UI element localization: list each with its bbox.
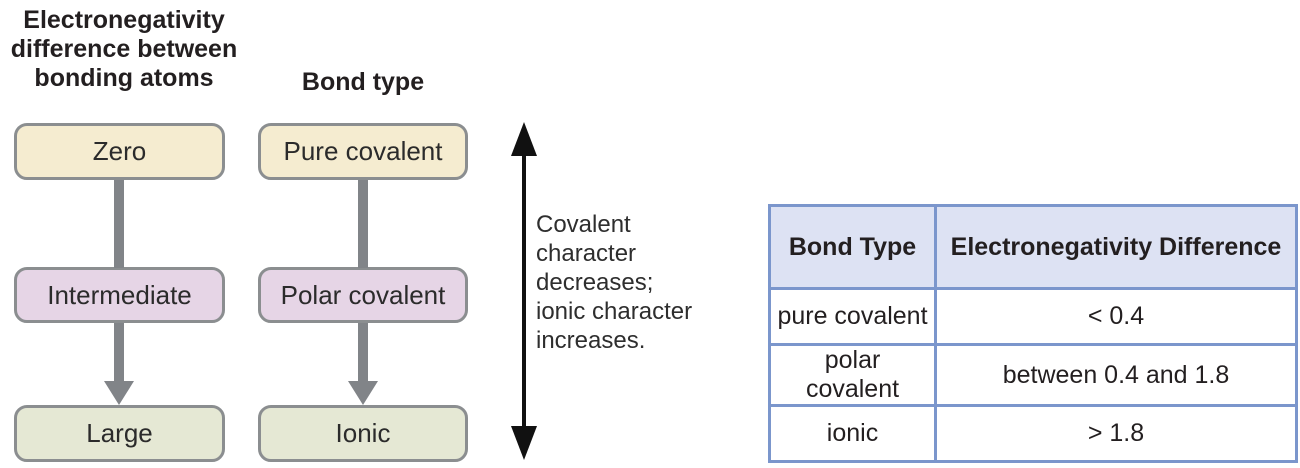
table-header-row: Bond Type Electronegativity Difference xyxy=(768,204,1298,290)
table-row-polar-covalent: polar covalent between 0.4 and 1.8 xyxy=(768,343,1298,407)
box-intermediate-label: Intermediate xyxy=(47,279,192,310)
down-arrowhead-large xyxy=(104,381,134,405)
box-pure-covalent: Pure covalent xyxy=(258,123,468,180)
box-zero: Zero xyxy=(14,123,225,180)
table-row-pure-covalent: pure covalent < 0.4 xyxy=(768,287,1298,346)
down-arrow-stem-pure-to-polar xyxy=(358,180,368,268)
table-cell-bond-type: pure covalent xyxy=(768,287,937,346)
box-intermediate: Intermediate xyxy=(14,267,225,323)
table-cell-difference: between 0.4 and 1.8 xyxy=(934,343,1298,407)
covalent-character-caption: Covalent character decreases; ionic char… xyxy=(536,211,693,354)
table-header-electronegativity-difference: Electronegativity Difference xyxy=(934,204,1298,290)
double-arrow-down-head-icon xyxy=(511,426,537,460)
box-zero-label: Zero xyxy=(92,136,147,166)
table-cell-bond-type: ionic xyxy=(768,404,937,463)
table-cell-difference: < 0.4 xyxy=(934,287,1298,346)
box-pure-covalent-label: Pure covalent xyxy=(283,136,443,166)
bond-type-heading: Bond type xyxy=(301,68,425,96)
box-ionic: Ionic xyxy=(258,405,468,462)
table-cell-difference: > 1.8 xyxy=(934,404,1298,463)
electronegativity-difference-heading: Electronegativity difference between bon… xyxy=(10,6,238,92)
table-cell-bond-type: polar covalent xyxy=(768,343,937,407)
down-arrowhead-ionic xyxy=(348,381,378,405)
box-large: Large xyxy=(14,405,225,462)
table-header-bond-type: Bond Type xyxy=(768,204,937,290)
box-ionic-label: Ionic xyxy=(335,418,391,448)
box-large-label: Large xyxy=(86,418,153,448)
box-polar-covalent-label: Polar covalent xyxy=(280,279,446,310)
down-arrow-stem-zero-to-intermediate xyxy=(114,180,124,268)
table-row-ionic: ionic > 1.8 xyxy=(768,404,1298,463)
box-polar-covalent: Polar covalent xyxy=(258,267,468,323)
down-arrow-stem-polar-to-ionic xyxy=(358,323,368,382)
bond-type-table: Bond Type Electronegativity Difference p… xyxy=(768,204,1298,463)
down-arrow-stem-intermediate-to-large xyxy=(114,323,124,382)
double-arrow-stem xyxy=(522,145,526,435)
